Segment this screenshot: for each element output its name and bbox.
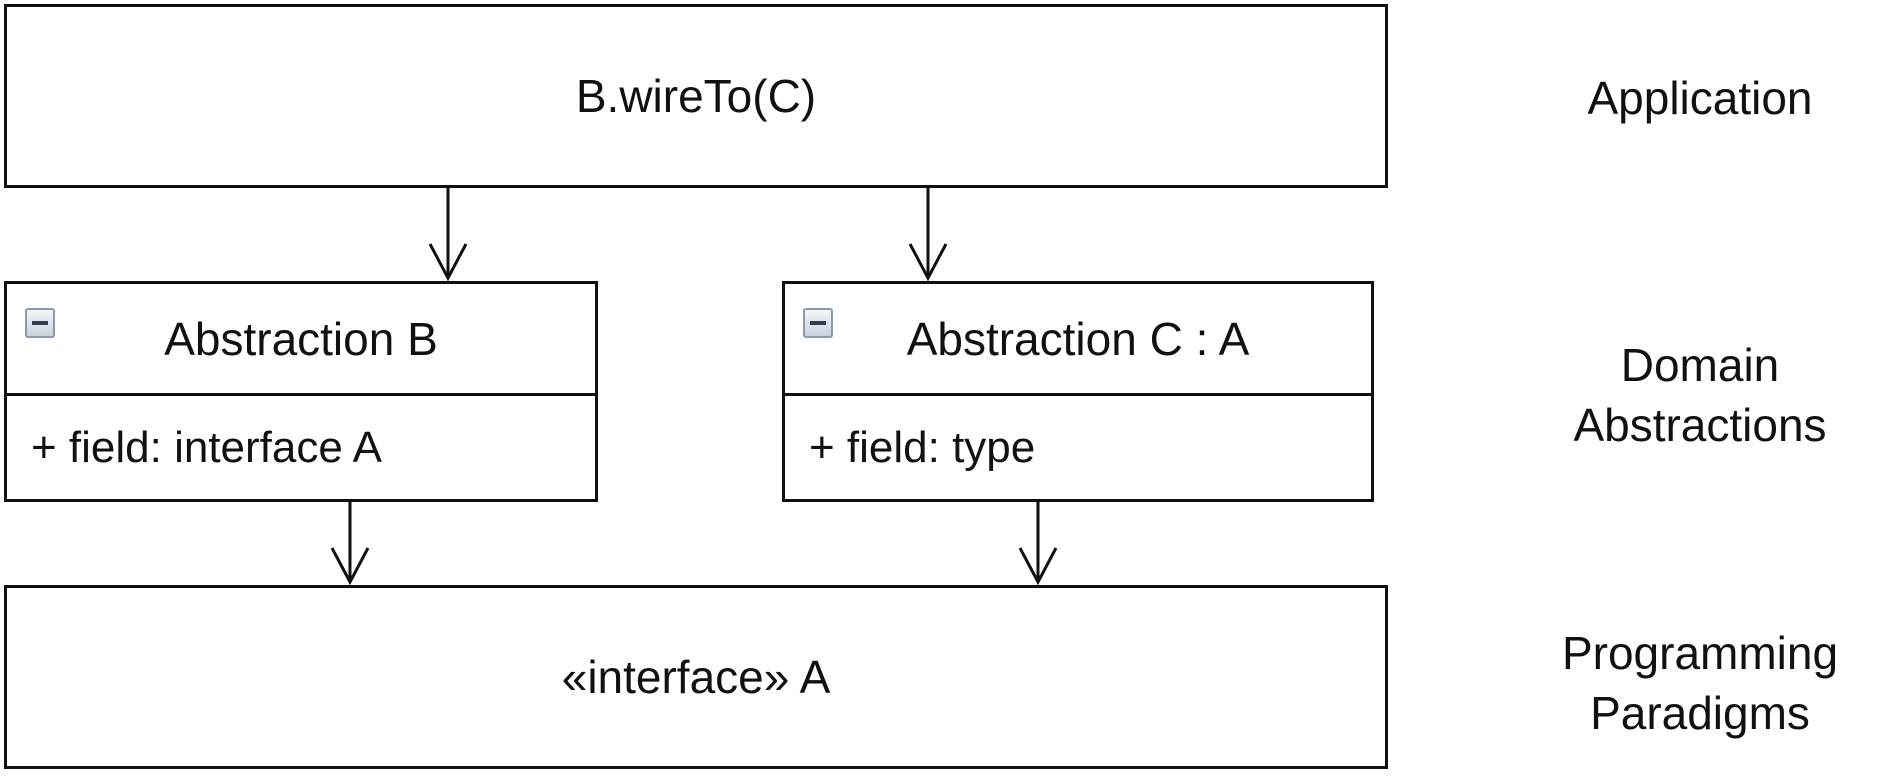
class-b-title: Abstraction B bbox=[7, 284, 595, 396]
interface-box-text: «interface» A bbox=[561, 651, 831, 703]
class-c-title: Abstraction C : A bbox=[785, 284, 1371, 396]
arrow-c-to-interface bbox=[1018, 502, 1058, 586]
arrow-application-to-c bbox=[908, 188, 948, 282]
layer-paradigms-line2: Paradigms bbox=[1590, 687, 1810, 739]
class-c-field: + field: type bbox=[809, 422, 1036, 472]
class-b-field: + field: interface A bbox=[31, 422, 382, 472]
layer-domain-line2: Abstractions bbox=[1573, 399, 1827, 451]
interface-box: «interface» A bbox=[4, 585, 1388, 769]
collapse-minus-icon[interactable] bbox=[803, 308, 833, 338]
layer-label-application: Application bbox=[1540, 68, 1860, 128]
collapse-minus-icon[interactable] bbox=[25, 308, 55, 338]
layer-application-text: Application bbox=[1587, 72, 1813, 124]
class-abstraction-c: Abstraction C : A + field: type bbox=[782, 281, 1374, 502]
application-box-text: B.wireTo(C) bbox=[575, 70, 817, 122]
layer-label-domain-abstractions: Domain Abstractions bbox=[1510, 335, 1880, 455]
layer-paradigms-line1: Programming bbox=[1561, 627, 1839, 679]
layer-domain-line1: Domain bbox=[1620, 339, 1780, 391]
arrow-b-to-interface bbox=[330, 502, 370, 586]
application-box: B.wireTo(C) bbox=[4, 4, 1388, 188]
layer-label-programming-paradigms: Programming Paradigms bbox=[1510, 623, 1880, 743]
arrow-application-to-b bbox=[428, 188, 468, 282]
class-abstraction-b: Abstraction B + field: interface A bbox=[4, 281, 598, 502]
